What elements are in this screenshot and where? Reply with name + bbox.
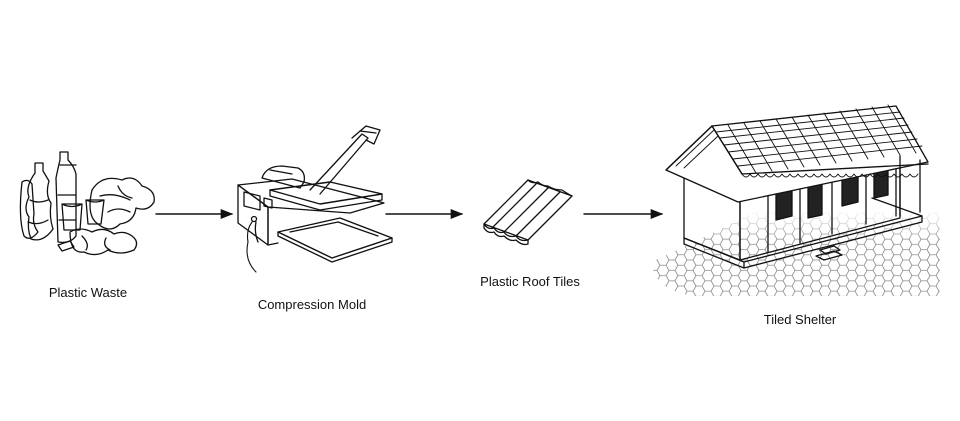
tiled-shelter-illustration — [652, 104, 940, 296]
plastic-waste-illustration — [19, 151, 155, 256]
roof-tile-illustration — [483, 179, 573, 246]
label-tiled-shelter: Tiled Shelter — [763, 312, 837, 327]
label-compression-mold: Compression Mold — [257, 297, 367, 312]
label-plastic-waste: Plastic Waste — [48, 285, 128, 300]
label-plastic-roof-tiles: Plastic Roof Tiles — [480, 274, 580, 289]
compression-mold-illustration — [237, 125, 393, 273]
